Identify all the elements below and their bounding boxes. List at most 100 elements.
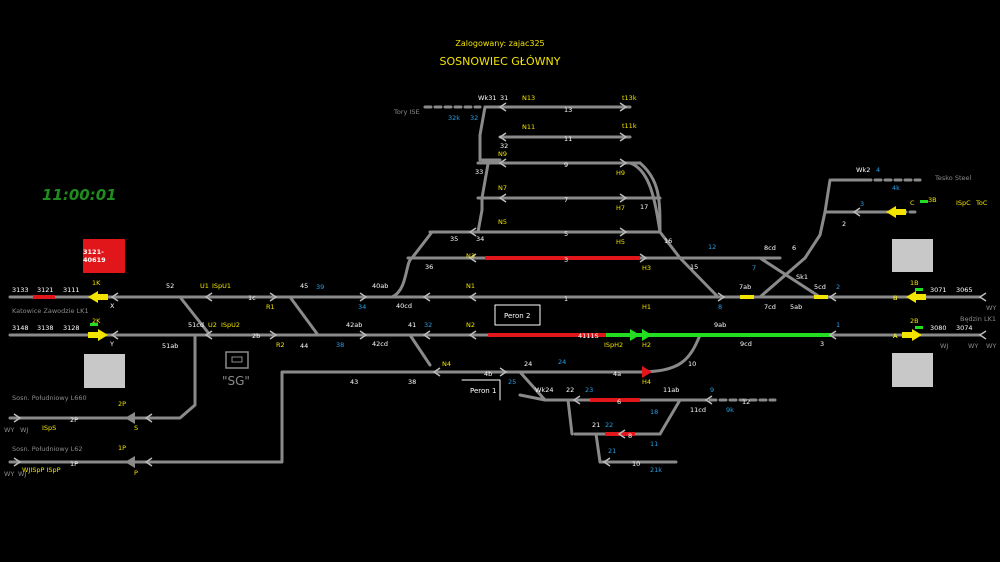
wk24-spur (518, 393, 547, 402)
signal-h2-2[interactable] (642, 329, 652, 341)
signal-2p[interactable] (125, 412, 135, 424)
indicator-square-left (84, 354, 125, 388)
track-label-white-l12: 51cd (188, 321, 204, 329)
track-label-blue-b1: 32k (448, 114, 460, 122)
track-label-grey-g14: WY (968, 342, 978, 350)
crossover-45-44 (288, 295, 320, 337)
track-label-white-l40: Sk1 (796, 273, 808, 281)
track-label-yellow-y3: U1 (200, 282, 209, 290)
track-label-blue-b11: 1 (836, 321, 840, 329)
track-label-yellow-y25: H2 (642, 341, 651, 349)
track-label-white-l45: 9ab (714, 321, 726, 329)
track-label-white-l17: 40cd (396, 302, 412, 310)
track-label-yellow-y12: N7 (498, 184, 507, 192)
track-label-yellow-y31: ToC (975, 199, 988, 207)
signal-2b-bar (902, 332, 912, 338)
track-label-blue-b2: 32 (470, 114, 478, 122)
alarm-box[interactable]: 3121-40619 (83, 239, 125, 273)
track-label-grey-g5: Sosn. Południowy L660 (12, 394, 87, 402)
track-label-yellow-y37: 1P (118, 444, 126, 452)
track-label-white-l44: 5ab (790, 303, 802, 311)
track-label-white-l1: 3133 (12, 286, 29, 294)
track-label-blue-b12: 3 (860, 200, 864, 208)
track-label-white-l22: 35 (450, 235, 458, 243)
track-label-grey-g9: WY (4, 470, 14, 478)
arrow-10 (422, 330, 431, 340)
track-label-white-l3: 3111 (63, 286, 80, 294)
track-label-white-l5: 3138 (37, 324, 54, 332)
track-label-yellow-y2: 2K (92, 317, 101, 325)
track-label-white-l29: 11 (564, 135, 572, 143)
signal-2k-bar (88, 332, 98, 338)
arrow-27 (639, 253, 648, 263)
track-label-white-l23: 34 (476, 235, 484, 243)
arrow-15 (828, 330, 837, 340)
link-8-right (658, 398, 682, 436)
signal-1p[interactable] (125, 456, 135, 468)
track-label-white-l2: 3121 (37, 286, 54, 294)
platform-2-box (494, 304, 541, 326)
track-label-white-l30: 9 (564, 161, 568, 169)
track-label-yellow-y6: ISpU2 (221, 321, 240, 329)
link-42cd-n4 (408, 333, 432, 367)
track-label-white-l11: 45 (300, 282, 308, 290)
track-label-yellow-y7: R1 (266, 303, 275, 311)
signal-h4[interactable] (642, 366, 652, 378)
indicator-square-right-bottom (892, 353, 933, 387)
signal-h2[interactable] (630, 329, 640, 341)
arrow-33 (602, 457, 611, 467)
track-label-grey-g6: Sosn. Południowy L62 (12, 445, 83, 453)
branch-to-tesko (803, 210, 902, 260)
signal-1b[interactable] (906, 291, 916, 303)
occupied-3121 (33, 295, 55, 299)
track-label-white-l61: 38 (408, 378, 416, 386)
sg-label: "SG" (222, 374, 250, 388)
arrow-39 (978, 292, 987, 302)
signal-1k[interactable] (88, 291, 98, 303)
track-label-white-l10: 1c (248, 294, 256, 302)
crossover-sk1-a (758, 256, 822, 299)
track-label-white-l51: 12 (742, 398, 750, 406)
arrow-32 (704, 395, 713, 405)
track-label-white-l21: 36 (425, 263, 433, 271)
track-label-white-l70: 10 (632, 460, 640, 468)
clock: 11:00:01 (42, 186, 117, 204)
signal-2b[interactable] (912, 329, 922, 341)
arrow-34 (617, 429, 626, 439)
track-label-white-l9: 52 (166, 282, 174, 290)
track-label-blue-b20: 11 (650, 440, 658, 448)
track-label-blue-b17: 23 (585, 386, 593, 394)
track-label-yellow-y14: N3 (466, 252, 475, 260)
track-label-yellow-y33: 2B (910, 317, 919, 325)
signal-2k[interactable] (98, 329, 108, 341)
track-label-yellow-y1: 1K (92, 279, 101, 287)
arrow-11 (468, 292, 477, 302)
track-label-blue-b23: 9 (710, 386, 714, 394)
track-label-white-l35: 17 (640, 203, 648, 211)
link-13-down (478, 105, 487, 162)
track-label-white-l49: 11ab (663, 386, 679, 394)
track-label-white-l47: 3 (820, 340, 824, 348)
platform-1-box (461, 379, 501, 401)
track-label-white-l32: 5 (564, 230, 568, 238)
track-label-grey-g10: WJ (18, 470, 26, 478)
track-label-white-l15: 51ab (162, 342, 178, 350)
track-label-white-l28: 13 (564, 106, 572, 114)
arrow-35 (144, 413, 153, 423)
signal-c[interactable] (886, 206, 896, 218)
track-label-white-l58: 4b (484, 370, 492, 378)
track-label-white-l72: B (893, 294, 897, 302)
track-label-white-l4: 3148 (12, 324, 29, 332)
track-label-yellow-y15: N1 (466, 282, 475, 290)
track-label-white-l67: 3080 (930, 324, 947, 332)
track-label-white-l68: 3074 (956, 324, 973, 332)
arrow-16 (468, 253, 477, 263)
track-label-yellow-y39: WJISpP ISpP (22, 466, 61, 474)
platform-2-label: Peron 2 (504, 312, 530, 320)
track-label-yellow-y13: N5 (498, 218, 507, 226)
track-label-white-l65: 3071 (930, 286, 947, 294)
track-label-yellow-y30: ISpC (956, 199, 971, 207)
track-label-yellow-y36: ISpS (42, 424, 56, 432)
track-arrows (13, 102, 987, 467)
